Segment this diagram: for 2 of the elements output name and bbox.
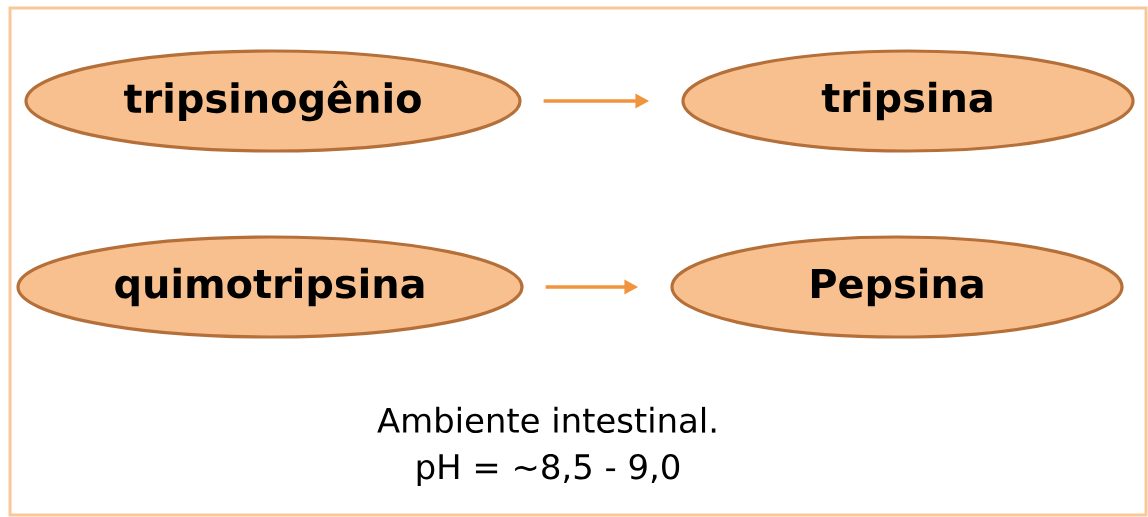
note-text: Ambiente intestinal. [377,406,716,434]
note-text: pH = ~8,5 - 9,0 [417,453,680,487]
